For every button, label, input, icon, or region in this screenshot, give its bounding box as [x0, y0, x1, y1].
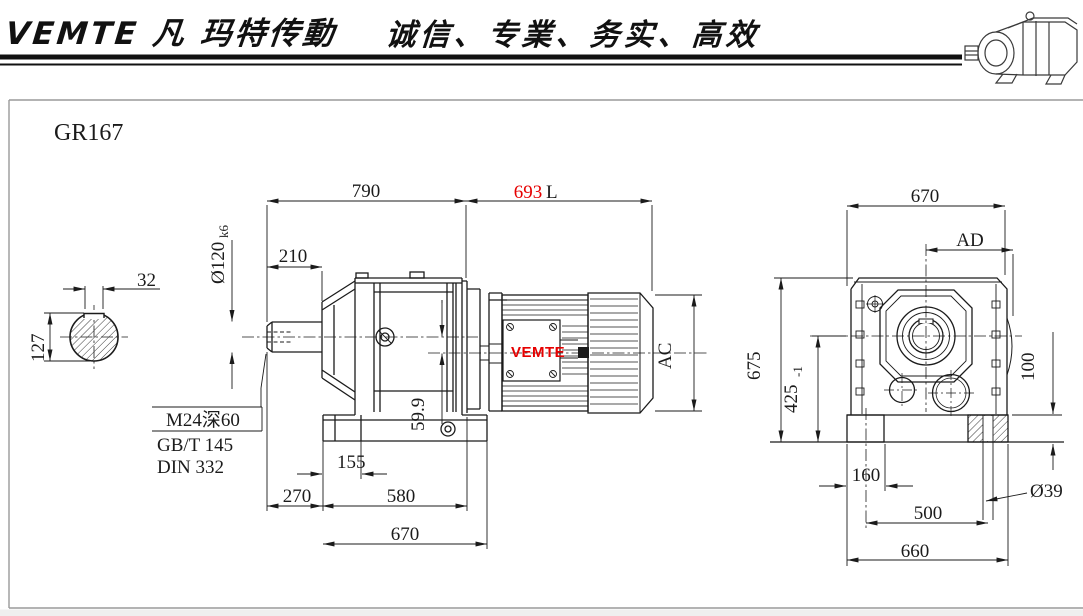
dim-axis-height-tol: -1 [790, 366, 805, 377]
model-number: GR167 [54, 120, 123, 146]
side-view-dimensions [152, 198, 702, 549]
side-view-dim-labels: 790 693 L 210 Ø120 k6 59.9 M24深60 GB/T 1… [157, 181, 676, 545]
dim-shaft-dia: Ø120 [208, 242, 229, 284]
label-tapped-hole: M24深60 [166, 409, 240, 431]
dim-shaft-dia-tol: k6 [216, 225, 231, 239]
end-view-dimensions [774, 203, 1062, 566]
dim-gearbox-length: 790 [352, 181, 381, 202]
side-view [242, 271, 708, 442]
drawing-border [0, 99, 1083, 616]
dim-foot-length: 670 [391, 524, 420, 545]
dim-terminal-offset: AD [956, 230, 983, 251]
dim-housing-height: 675 [744, 352, 765, 381]
end-view-dim-labels: 670 AD 675 425 -1 100 160 500 660 Ø39 [744, 186, 1063, 562]
dim-foot-hole-spacing: 500 [914, 503, 943, 524]
dim-flange-height: 100 [1018, 353, 1039, 382]
shaft-cross-section: 32 127 [28, 270, 160, 369]
watermark-text: VEMTE [511, 344, 565, 361]
dim-shaft-length: 210 [279, 246, 308, 267]
dim-foot-center-offset: 160 [852, 465, 881, 486]
header-divider [0, 54, 962, 66]
logo-gearbox-sketch-icon [964, 11, 1078, 85]
dim-foot-hole-to-edge: 155 [337, 452, 366, 473]
label-standard-din: DIN 332 [157, 457, 224, 478]
dim-axis-height: 425 [781, 385, 802, 414]
dim-shaft-to-foot: 270 [283, 486, 312, 507]
dim-foot-hole-dia: Ø39 [1030, 481, 1063, 502]
dim-axis-offset: 59.9 [408, 398, 429, 431]
dim-shaft-height: 127 [28, 334, 49, 363]
label-standard-gb: GB/T 145 [157, 435, 233, 456]
dim-motor-length-suffix: L [546, 182, 558, 203]
dim-base-width: 660 [901, 541, 930, 562]
dim-foot-hole-span: 580 [387, 486, 416, 507]
dim-key-width: 32 [137, 270, 156, 291]
dim-motor-length: 693 [514, 182, 543, 203]
dim-housing-width: 670 [911, 186, 940, 207]
dim-motor-dia: AC [655, 343, 676, 369]
end-view [770, 244, 1064, 528]
